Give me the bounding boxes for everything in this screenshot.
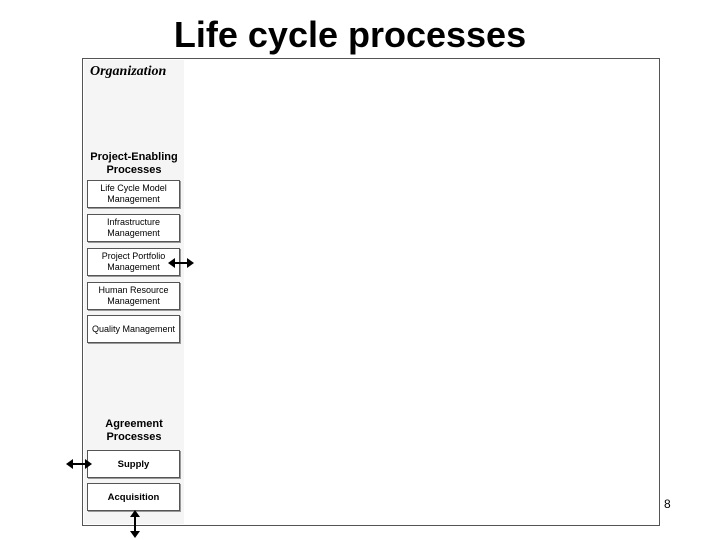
process-project-portfolio-management: Project Portfolio Management (87, 248, 180, 276)
diagram-frame (82, 58, 660, 526)
double-arrow-vertical-icon (130, 510, 140, 538)
slide-title: Life cycle processes (173, 14, 527, 55)
page-number: 8 (664, 497, 671, 511)
organization-label: Organization (90, 64, 167, 79)
process-quality-management: Quality Management (87, 315, 180, 343)
project-enabling-heading: Project-Enabling Processes (90, 151, 178, 176)
agreement-heading: Agreement Processes (105, 418, 163, 443)
process-acquisition: Acquisition (87, 483, 180, 511)
double-arrow-horizontal-icon (168, 258, 194, 268)
process-human-resource-management: Human Resource Management (87, 282, 180, 310)
process-infrastructure-management: Infrastructure Management (87, 214, 180, 242)
process-life-cycle-model-management: Life Cycle Model Management (87, 180, 180, 208)
process-supply: Supply (87, 450, 180, 478)
double-arrow-horizontal-icon (66, 459, 92, 469)
